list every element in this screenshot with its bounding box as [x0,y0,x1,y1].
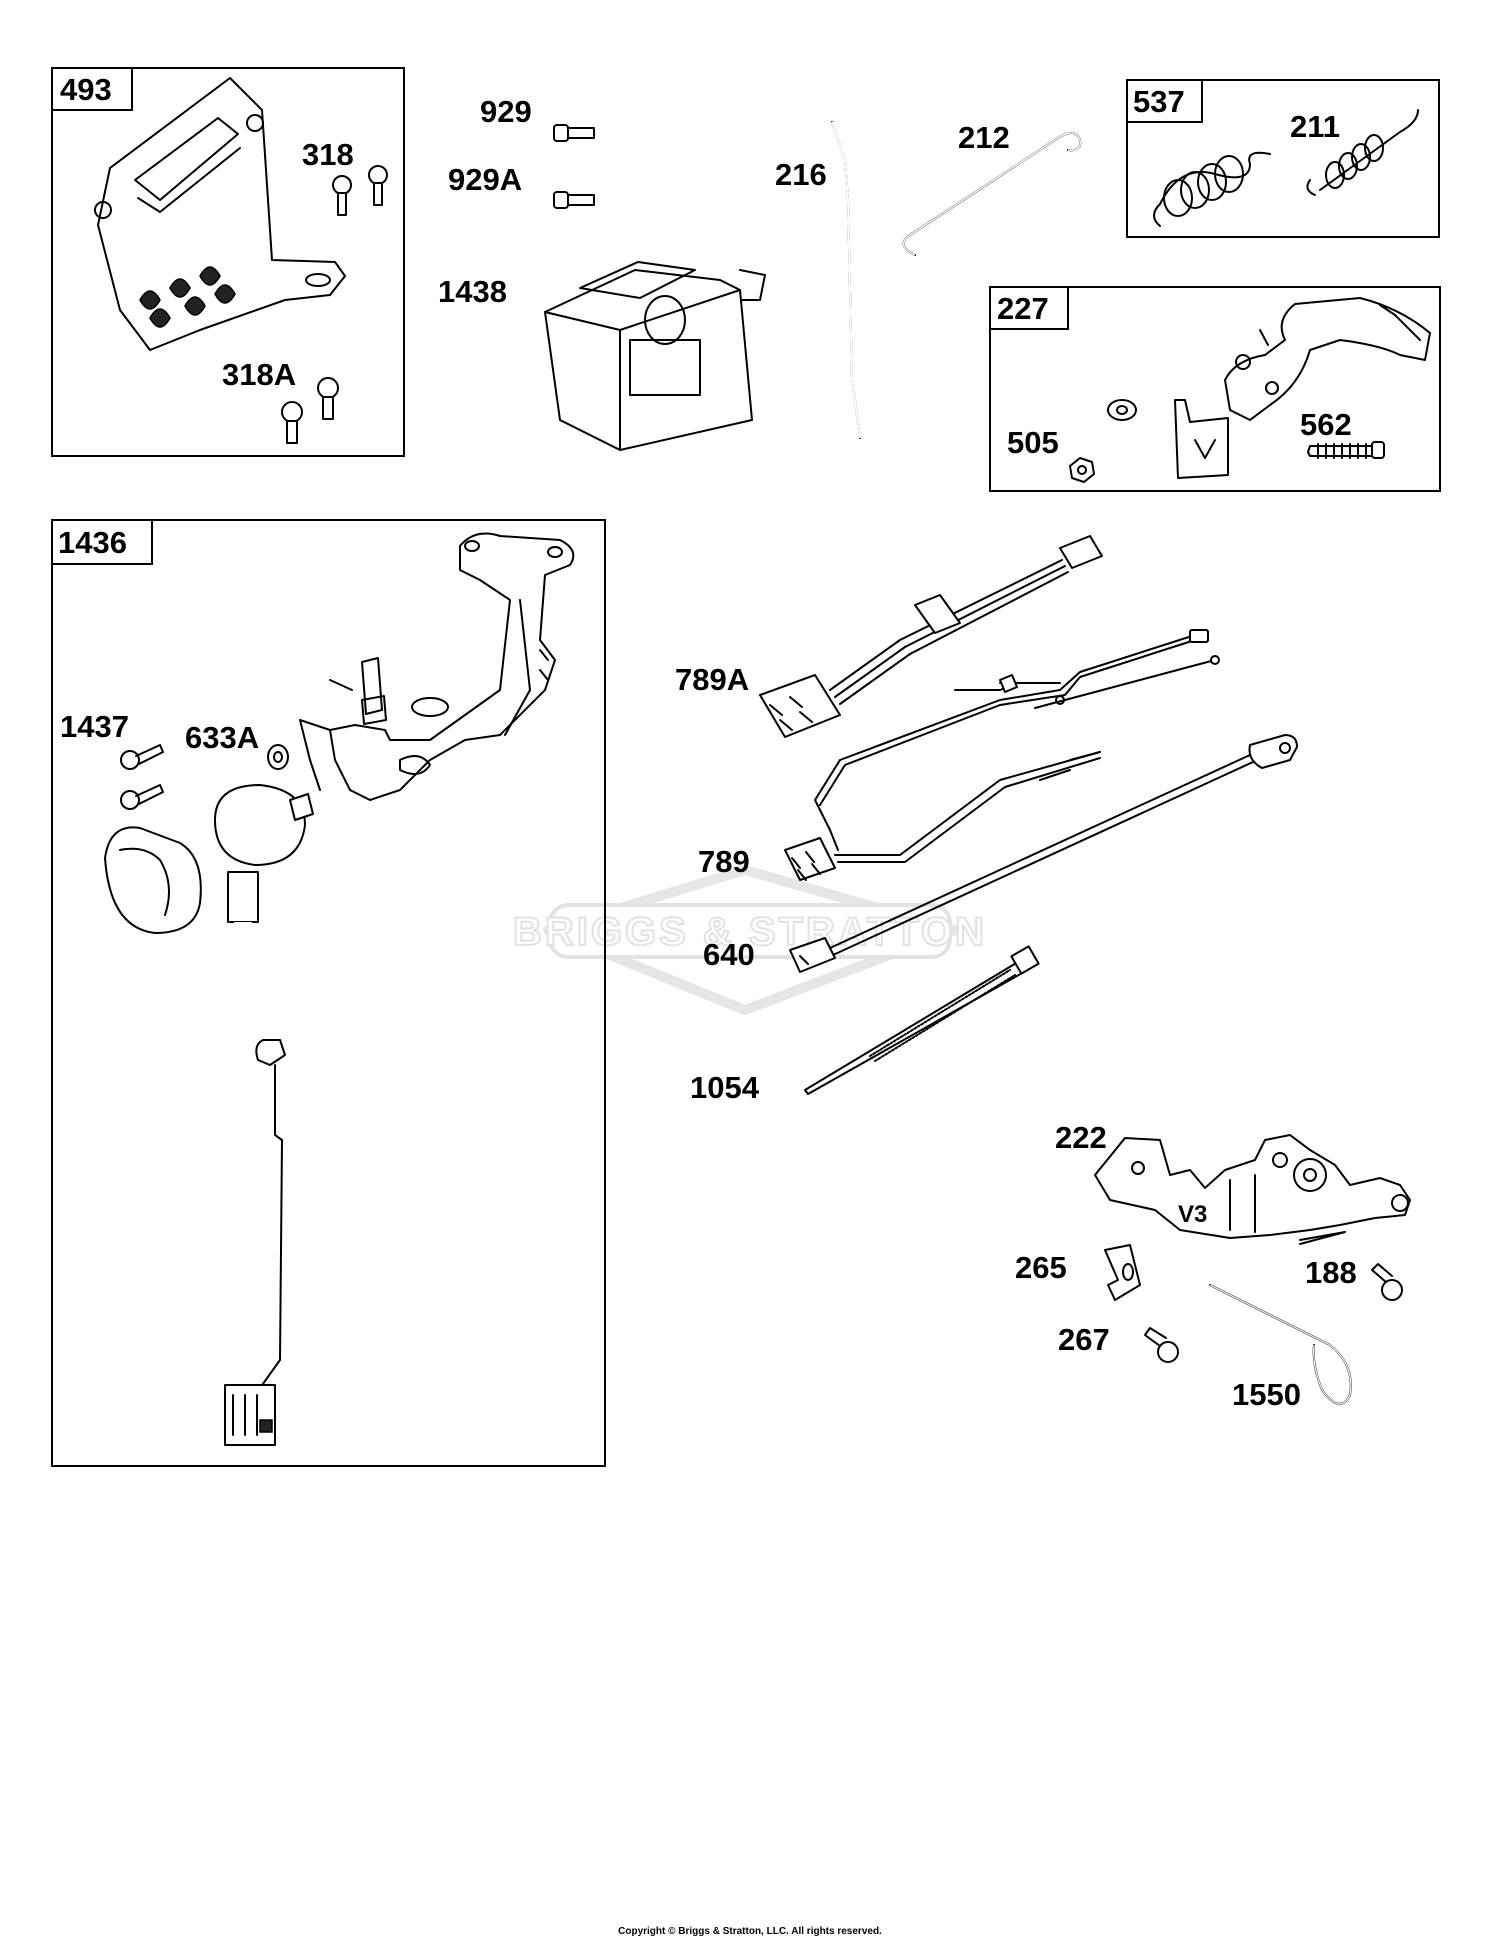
label-318A: 318A [222,357,296,392]
group-1436-tag [51,519,153,565]
label-227: 227 [997,291,1049,326]
group-537-frame [1126,79,1440,238]
label-640: 640 [703,937,755,972]
group-537-tag [1126,79,1203,123]
link-212-illustration [902,132,1082,256]
wire-640-illustration [789,734,1298,973]
label-265: 265 [1015,1250,1067,1285]
tie-1054-illustration [804,945,1040,1095]
group-1436: 1436 1437 633A [51,519,606,1467]
group-1436-frame [51,519,606,1467]
group-537: 537 211 [1126,79,1440,238]
wire-789-illustration [814,629,1220,863]
bracket-227-illustration [1107,297,1431,479]
group-493-tag [51,67,133,111]
screw-318A-illustration [281,377,339,444]
label-633A: 633A [185,720,259,755]
bracket-plate-illustration [94,77,346,351]
rod-216-illustration [831,121,861,439]
spring-537-illustration [1153,151,1271,227]
spring-211-illustration [1306,109,1419,196]
label-188: 188 [1305,1255,1357,1290]
bracket-1436-illustration [299,532,575,801]
group-493-frame [51,67,405,457]
sensor-1436-illustration [104,784,314,1446]
washer-633A-illustration [267,744,289,770]
label-211: 211 [1290,109,1340,144]
watermark-logo: BRIGGS & STRATTON [512,865,987,1015]
group-493: 493 318 318A [51,67,405,457]
group-227: 227 505 562 [989,286,1441,492]
tag-1550-illustration [1209,1284,1352,1405]
label-1438: 1438 [438,274,507,309]
label-1550: 1550 [1232,1377,1301,1412]
screw-318-illustration [332,165,388,216]
pin-illustration [329,679,353,691]
harness-789A-illustration [759,535,1103,738]
label-267: 267 [1058,1322,1110,1357]
module-1438-illustration [544,261,766,451]
clip-265-illustration [1104,1244,1141,1301]
screw-929-illustration [553,124,595,142]
clip-illustration [361,657,387,725]
group-227-frame [989,286,1441,492]
label-318: 318 [302,137,354,172]
label-222: 222 [1055,1120,1107,1155]
label-789A: 789A [675,662,749,697]
label-493: 493 [60,72,112,107]
watermark-text: BRIGGS & STRATTON [513,910,987,954]
label-1054: 1054 [690,1070,760,1105]
screw-929A-illustration [553,191,595,209]
label-505: 505 [1007,425,1059,460]
copyright-notice: Copyright © Briggs & Stratton, LLC. All … [618,1926,882,1937]
connector-789-illustration [784,837,836,881]
screw-188-illustration [1371,1263,1403,1301]
label-789: 789 [698,844,750,879]
stamp-v3: V3 [1178,1201,1207,1228]
label-929A: 929A [448,162,522,197]
label-537: 537 [1133,84,1185,119]
screw-1437-illustration [120,744,164,810]
label-1436: 1436 [58,525,127,560]
screw-267-illustration [1144,1327,1179,1363]
label-929: 929 [480,94,532,129]
label-1437: 1437 [60,709,129,744]
screw-562-illustration [1307,441,1385,459]
governor-222-illustration: V3 [1094,1134,1411,1245]
label-216: 216 [775,157,827,192]
nut-505-illustration [1069,457,1095,483]
label-562: 562 [1300,407,1352,442]
group-227-tag [989,286,1069,330]
label-212: 212 [958,120,1010,155]
